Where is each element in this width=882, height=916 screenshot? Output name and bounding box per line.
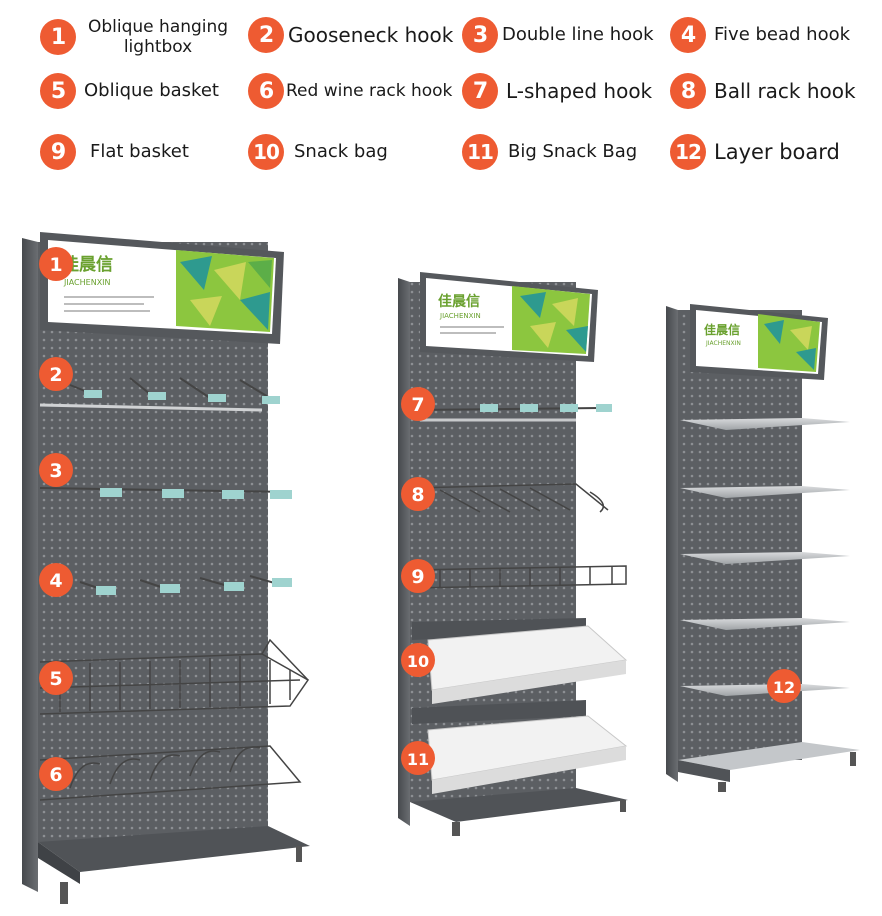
rack-side-post bbox=[398, 278, 410, 826]
display-rack-right: 佳晨信 JIACHENXIN bbox=[666, 304, 860, 792]
legend-item-4: 4 Five bead hook bbox=[670, 17, 850, 53]
snack-bag bbox=[412, 618, 628, 704]
legend-item-6: 6 Red wine rack hook bbox=[248, 73, 452, 109]
svg-text:12: 12 bbox=[773, 678, 795, 697]
display-rack-middle: 佳晨信 JIACHENXIN bbox=[398, 272, 628, 836]
layer-boards bbox=[680, 418, 850, 696]
legend-item-11: 11 Big Snack Bag bbox=[462, 134, 637, 170]
ball-rack-hook bbox=[411, 483, 609, 513]
brand-logo-text: 佳晨信 bbox=[704, 322, 740, 337]
svg-text:3: 3 bbox=[49, 460, 62, 482]
svg-text:10: 10 bbox=[407, 652, 429, 671]
svg-text:5: 5 bbox=[49, 668, 62, 690]
oblique-basket bbox=[39, 638, 310, 715]
legend-label: Snack bag bbox=[294, 141, 388, 162]
legend-label-line: lightbox bbox=[123, 37, 193, 57]
tag-3: 3 bbox=[39, 453, 73, 487]
tag-10: 10 bbox=[401, 643, 435, 677]
legend-item-7: 7 L-shaped hook bbox=[462, 73, 652, 109]
number-badge: 2 bbox=[248, 17, 284, 53]
brand-logo-subtext: JIACHENXIN bbox=[63, 278, 111, 287]
legend-label: Layer board bbox=[714, 140, 840, 164]
legend-label: Oblique basket bbox=[84, 80, 219, 101]
brand-logo-text: 佳晨信 bbox=[438, 293, 480, 310]
legend-label: Red wine rack hook bbox=[286, 81, 453, 101]
lightbox: 佳晨信 JIACHENXIN bbox=[690, 304, 828, 380]
tag-6: 6 bbox=[39, 757, 73, 791]
legend-label: L-shaped hook bbox=[506, 79, 653, 103]
legend-label-line: Oblique hanging bbox=[88, 17, 229, 37]
l-shaped-hooks bbox=[411, 404, 612, 422]
tag-2: 2 bbox=[39, 357, 73, 391]
legend-item-8: 8 Ball rack hook bbox=[670, 73, 856, 109]
legend-label: Oblique hanging lightbox bbox=[88, 17, 228, 57]
double-line-hooks bbox=[39, 487, 292, 499]
photo-number-tags: 1 2 3 4 5 6 7 8 9 10 11 12 bbox=[39, 247, 801, 791]
legend-item-12: 12 Layer board bbox=[670, 134, 840, 170]
rack-base bbox=[678, 742, 860, 770]
tag-12: 12 bbox=[767, 669, 801, 703]
legend-label: Gooseneck hook bbox=[288, 23, 454, 47]
number-badge: 12 bbox=[670, 134, 706, 170]
tag-4: 4 bbox=[39, 563, 73, 597]
tag-11: 11 bbox=[401, 741, 435, 775]
display-rack-left: 佳晨信 JIACHENXIN bbox=[22, 232, 310, 904]
tag-7: 7 bbox=[401, 387, 435, 421]
legend-item-10: 10 Snack bag bbox=[248, 134, 388, 170]
number-badge: 11 bbox=[462, 134, 498, 170]
legend-label: Ball rack hook bbox=[714, 79, 856, 103]
svg-text:8: 8 bbox=[411, 484, 424, 506]
legend-label: Double line hook bbox=[502, 24, 654, 45]
rack-side-post bbox=[22, 238, 38, 892]
svg-text:4: 4 bbox=[49, 570, 62, 592]
legend-item-1: 1 Oblique hanging lightbox bbox=[40, 17, 228, 57]
number-badge: 1 bbox=[40, 19, 76, 55]
brand-logo-subtext: JIACHENXIN bbox=[705, 340, 741, 347]
svg-text:11: 11 bbox=[407, 750, 429, 769]
rack-base bbox=[410, 788, 628, 822]
rack-base bbox=[38, 826, 310, 872]
tag-5: 5 bbox=[39, 661, 73, 695]
number-badge: 9 bbox=[40, 134, 76, 170]
brand-logo-subtext: JIACHENXIN bbox=[439, 312, 481, 320]
number-badge: 8 bbox=[670, 73, 706, 109]
number-badge: 3 bbox=[462, 17, 498, 53]
number-badge: 6 bbox=[248, 73, 284, 109]
svg-text:9: 9 bbox=[411, 566, 424, 588]
legend-label: Flat basket bbox=[90, 141, 189, 162]
five-bead-hooks bbox=[79, 575, 292, 595]
legend-label: Five bead hook bbox=[714, 24, 851, 45]
number-badge: 7 bbox=[462, 73, 498, 109]
svg-text:7: 7 bbox=[411, 394, 424, 416]
number-badge: 5 bbox=[40, 73, 76, 109]
big-snack-bag bbox=[412, 700, 628, 794]
pegboard-panel bbox=[38, 242, 268, 842]
number-badge: 4 bbox=[670, 17, 706, 53]
tag-1: 1 bbox=[39, 247, 73, 281]
legend-item-5: 5 Oblique basket bbox=[40, 73, 219, 109]
legend: 1 Oblique hanging lightbox 2 Gooseneck h… bbox=[0, 0, 882, 190]
lightbox: 佳晨信 JIACHENXIN bbox=[420, 272, 598, 362]
svg-text:1: 1 bbox=[49, 254, 62, 276]
number-badge: 10 bbox=[248, 134, 284, 170]
legend-label: Big Snack Bag bbox=[508, 141, 638, 162]
legend-item-9: 9 Flat basket bbox=[40, 134, 189, 170]
gooseneck-hooks bbox=[39, 377, 280, 412]
brand-logo-text: 佳晨信 bbox=[62, 254, 113, 275]
rack-side-post bbox=[666, 306, 678, 782]
red-wine-rack-hook bbox=[39, 745, 302, 801]
legend-item-2: 2 Gooseneck hook bbox=[248, 17, 453, 53]
svg-text:6: 6 bbox=[49, 764, 62, 786]
svg-text:2: 2 bbox=[49, 364, 62, 386]
legend-item-3: 3 Double line hook bbox=[462, 17, 654, 53]
tag-8: 8 bbox=[401, 477, 435, 511]
lightbox: 佳晨信 JIACHENXIN bbox=[40, 232, 284, 344]
tag-9: 9 bbox=[401, 559, 435, 593]
